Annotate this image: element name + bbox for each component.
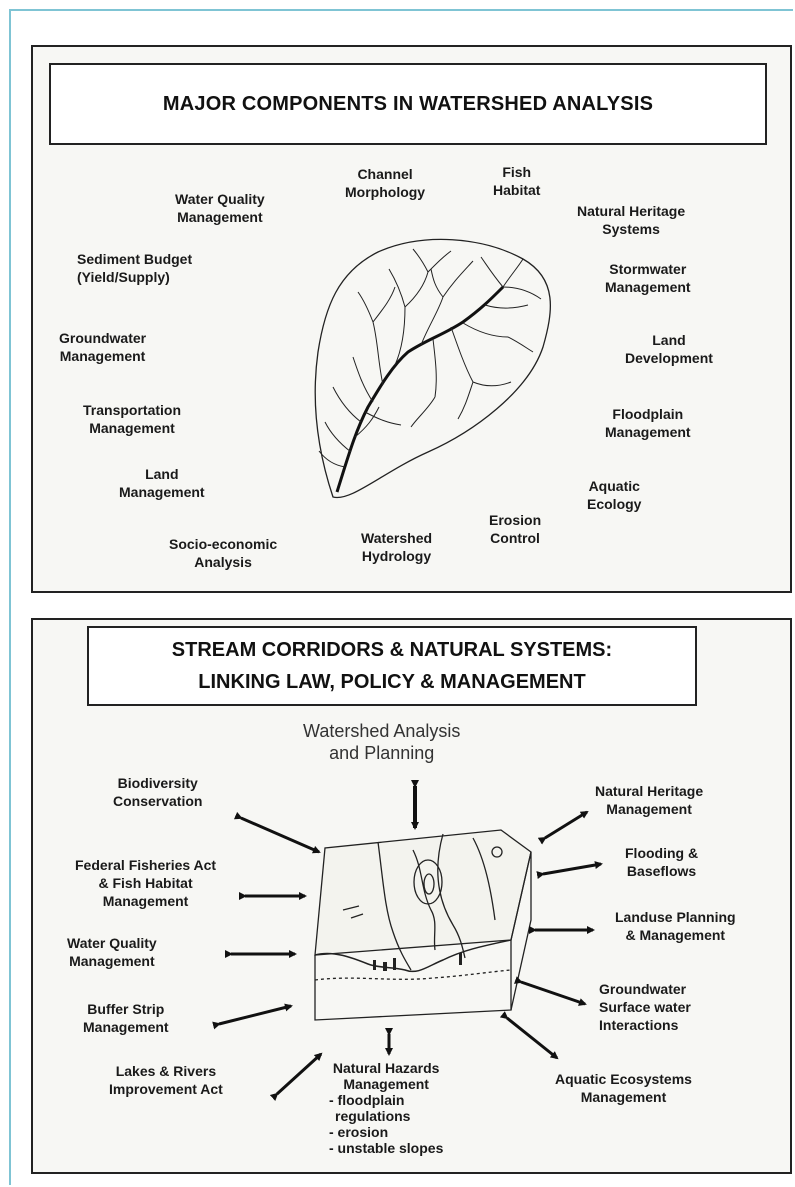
stream-corridors-panel: STREAM CORRIDORS & NATURAL SYSTEMS: LINK… — [31, 618, 792, 1174]
watershed-components-panel: MAJOR COMPONENTS IN WATERSHED ANALYSIS — [31, 45, 792, 593]
watershed-map-drawing — [314, 238, 551, 499]
panel1-title: MAJOR COMPONENTS IN WATERSHED ANALYSIS — [49, 63, 767, 145]
link-landuse-planning: Landuse Planning& Management — [615, 909, 736, 943]
panel2-title-line1: STREAM CORRIDORS & NATURAL SYSTEMS: — [171, 639, 613, 661]
link-natural-hazards: Natural Hazards Management - floodplain … — [329, 1060, 444, 1156]
panel2-title-line2: LINKING LAW, POLICY & MANAGEMENT — [198, 671, 586, 693]
page-frame — [9, 9, 793, 1185]
panel2-title: STREAM CORRIDORS & NATURAL SYSTEMS: LINK… — [87, 626, 697, 706]
stream-corridor-drawing — [212, 780, 603, 1101]
link-flooding-baseflows: Flooding &Baseflows — [625, 845, 699, 879]
component-sediment-budget: Sediment Budget(Yield/Supply) — [77, 251, 193, 285]
